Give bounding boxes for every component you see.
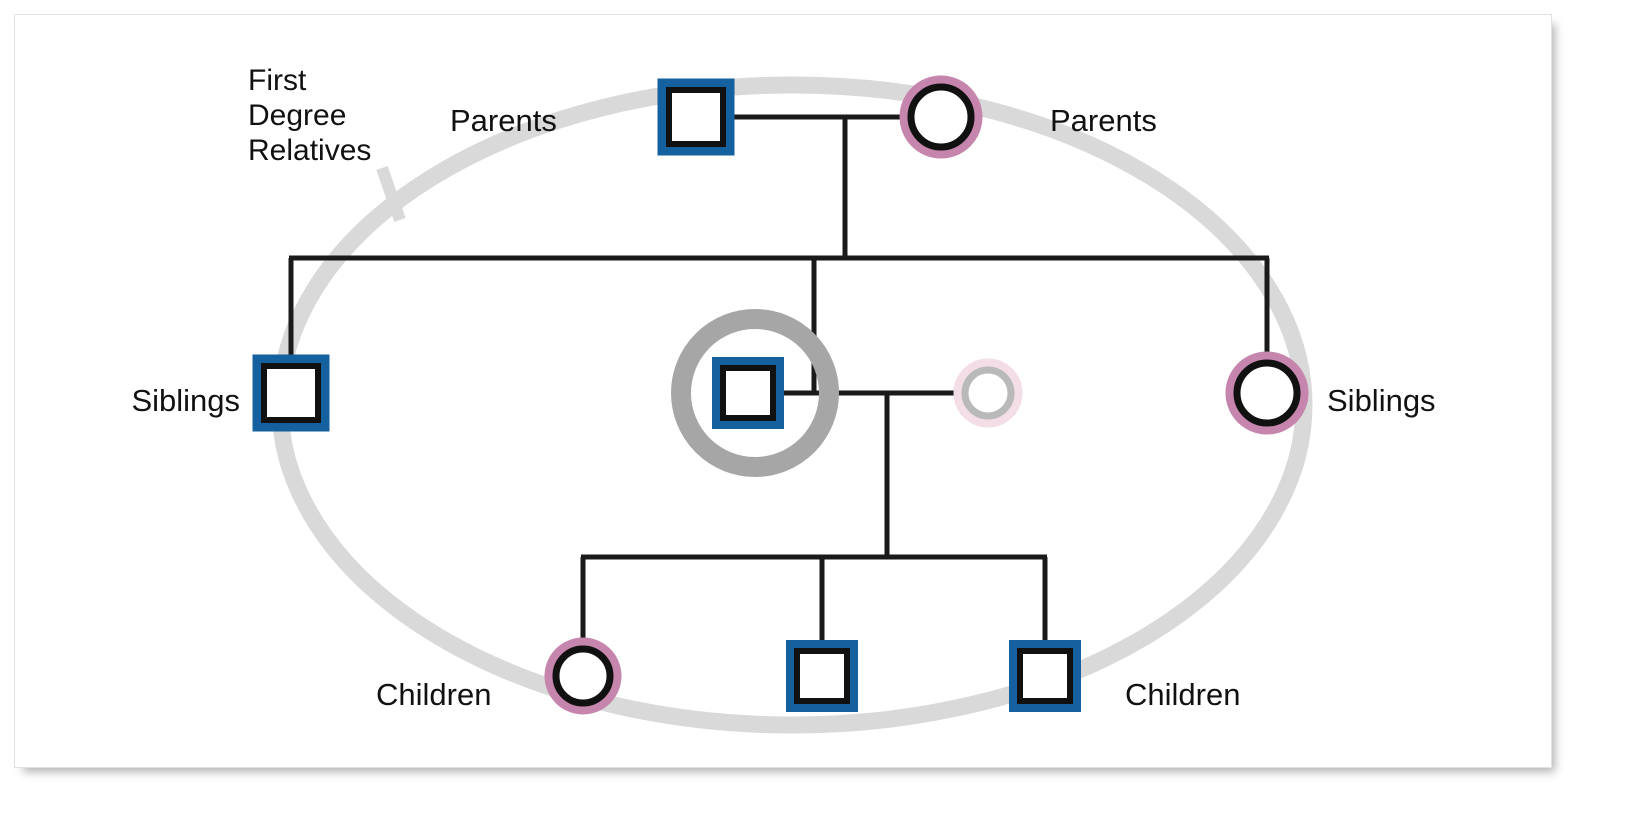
label-siblings-right: Siblings — [1327, 383, 1436, 418]
person-sibling-left-male-square[interactable] — [252, 354, 330, 432]
proband-inner-border — [720, 365, 776, 421]
sibling-left-inner-border — [261, 363, 321, 423]
label-first-degree-line-3: Relatives — [248, 134, 371, 167]
person-sibling-right-female-circle[interactable] — [1225, 351, 1309, 435]
person-child-3-male-square[interactable] — [1009, 640, 1081, 712]
pedigree-text-labels: First Degree Relatives Parents Parents S… — [131, 64, 1435, 712]
child-3-inner-border — [1017, 648, 1073, 704]
mother-inner-ring — [907, 83, 975, 151]
person-child-2-male-square[interactable] — [786, 640, 858, 712]
label-parents-left: Parents — [450, 103, 557, 138]
spouse-inner-ring — [961, 366, 1015, 420]
label-children-left: Children — [376, 677, 491, 712]
child-2-inner-border — [794, 648, 850, 704]
father-inner-border — [666, 87, 726, 147]
pedigree-connectors — [288, 114, 1270, 648]
label-first-degree-line-1: First — [248, 64, 307, 97]
generation-2-siblings — [252, 309, 1309, 477]
person-child-1-female-circle[interactable] — [544, 637, 622, 715]
proband-ring-icon — [671, 309, 839, 477]
generation-1-parents — [657, 75, 983, 159]
child-1-inner-ring — [552, 645, 614, 707]
label-children-right: Children — [1125, 677, 1240, 712]
person-father-male-square[interactable] — [657, 78, 735, 156]
first-degree-pointer-line — [376, 166, 406, 222]
label-parents-right: Parents — [1050, 103, 1157, 138]
label-siblings-left: Siblings — [131, 383, 240, 418]
label-first-degree-line-2: Degree — [248, 99, 346, 132]
generation-3-children — [544, 637, 1081, 715]
first-degree-highlight-group — [271, 76, 1313, 734]
sibling-right-inner-ring — [1233, 359, 1301, 427]
first-degree-ellipse — [271, 76, 1313, 734]
person-proband-male-square[interactable] — [712, 357, 784, 429]
person-mother-female-circle[interactable] — [899, 75, 983, 159]
person-spouse-female-circle-faded[interactable] — [953, 358, 1023, 428]
